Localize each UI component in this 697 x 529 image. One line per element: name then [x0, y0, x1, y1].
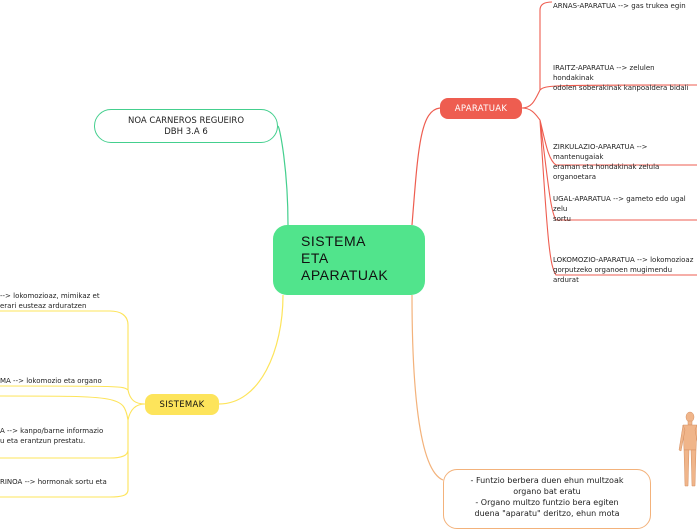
aparatuak-node[interactable]: APARATUAK [440, 98, 522, 119]
connector-sistemak-items [0, 310, 146, 498]
ugal-aparatua-item[interactable]: UGAL-APARATUA --> gameto edo ugal zelu s… [553, 195, 686, 223]
sistemak-item-4[interactable]: RINOA --> hormonak sortu eta [0, 478, 107, 486]
connector-sistemak [218, 294, 284, 405]
info-note[interactable]: - Funtzio berbera duen ehun multzoak org… [443, 469, 651, 529]
lokomozio-aparatua-item[interactable]: LOKOMOZIO-APARATUA --> lokomozioaz gorpu… [553, 256, 694, 284]
author-node[interactable]: NOA CARNEROS REGUEIRO DBH 3.A 6 [94, 109, 278, 143]
human-body-image [678, 411, 697, 487]
sistemak-item-2[interactable]: MA --> lokomozio eta organo [0, 377, 102, 385]
connector-aparatuak [411, 107, 441, 226]
iraitz-aparatua-item[interactable]: IRAITZ-APARATUA --> zelulen hondakinak o… [553, 64, 689, 92]
sistemak-node[interactable]: SISTEMAK [145, 394, 219, 415]
zirkulazio-aparatua-item[interactable]: ZIRKULAZIO-APARATUA --> mantenugaiak era… [553, 143, 660, 181]
arnas-aparatua-item[interactable]: ARNAS-APARATUA --> gas trukea egin [553, 2, 686, 10]
connector-info [411, 294, 444, 481]
connector-aparatuak-items [521, 1, 697, 276]
sistemak-item-3[interactable]: A --> kanpo/barne informazio u eta erant… [0, 427, 104, 445]
connector-author [277, 125, 289, 226]
central-topic[interactable]: SISTEMA ETA APARATUAK [273, 225, 425, 295]
sistemak-item-1[interactable]: --> lokomozioaz, mimikaz et erari eustea… [0, 292, 100, 310]
